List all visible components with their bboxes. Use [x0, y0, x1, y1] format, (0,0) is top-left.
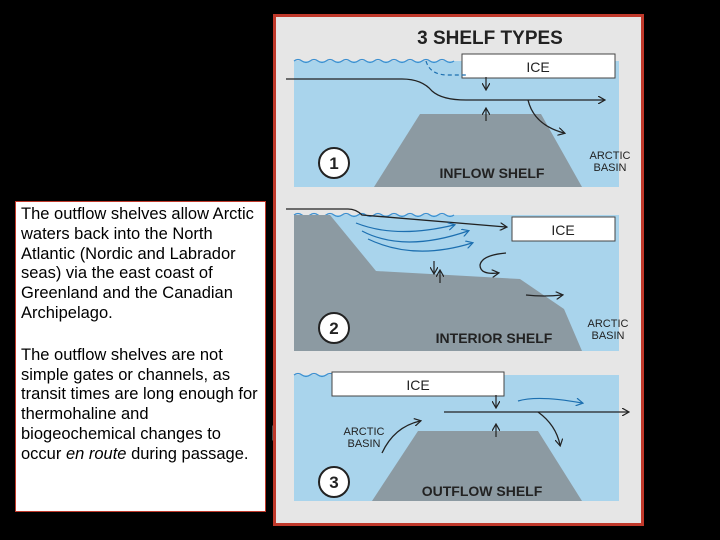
- shelf-types-figure: 3 SHELF TYPES ICE 1 INFLOW SHELF ARCTIC …: [273, 14, 644, 526]
- shelf-label: OUTFLOW SHELF: [422, 483, 543, 499]
- text-panel: The outflow shelves allow Arctic waters …: [15, 201, 266, 512]
- blue-current-2: [361, 231, 468, 243]
- panel-number-badge: [318, 466, 350, 498]
- paragraph-transit-times-text: The outflow shelves are not simple gates…: [21, 345, 258, 463]
- panel-number-badge: [318, 312, 350, 344]
- paragraph-transit-times: The outflow shelves are not simple gates…: [21, 346, 259, 465]
- panel-number: 2: [329, 319, 338, 338]
- panel-number: 3: [329, 473, 338, 492]
- shelf-types-diagram: 3 SHELF TYPES ICE 1 INFLOW SHELF ARCTIC …: [286, 28, 631, 501]
- basin-label-line-2: BASIN: [347, 438, 380, 450]
- italic-en-route: en route: [65, 444, 127, 463]
- ice-label: ICE: [526, 59, 549, 75]
- shelf-label: INTERIOR SHELF: [436, 330, 553, 346]
- ice-block: [511, 216, 616, 242]
- basin-label-line-1: ARCTIC: [590, 150, 631, 162]
- figure-title: 3 SHELF TYPES: [417, 28, 563, 49]
- paragraph-transit-times-end: during passage.: [126, 444, 249, 463]
- basin-label-line-1: ARCTIC: [588, 318, 629, 330]
- inflow-current: [286, 208, 506, 227]
- basin-current: [381, 421, 420, 454]
- return-current: [479, 252, 507, 273]
- basin-current: [527, 99, 564, 133]
- panel-inflow: ICE 1 INFLOW SHELF ARCTIC BASIN: [286, 53, 631, 187]
- basin-label-line-2: BASIN: [593, 162, 626, 174]
- ice-label: ICE: [406, 377, 429, 393]
- panel-number: 1: [329, 154, 338, 173]
- wave-line: [293, 58, 455, 64]
- paragraph-outflow-shelves: The outflow shelves allow Arctic waters …: [21, 205, 254, 322]
- blue-current-3: [367, 238, 472, 252]
- blue-current: [517, 397, 582, 403]
- panel-outflow: ICE ARCTIC BASIN 3 OUTFLOW SHELF: [293, 371, 628, 501]
- shelf-shape: [374, 114, 582, 187]
- inflow-current: [286, 78, 604, 100]
- ice-block: [461, 53, 616, 79]
- shelf-shape: [294, 215, 582, 351]
- ice-label: ICE: [551, 222, 574, 238]
- sinking-current: [537, 411, 560, 445]
- blue-current-1: [355, 223, 454, 233]
- panel-interior: ICE 2 INTERIOR SHELF ARCTIC BASIN: [286, 208, 629, 351]
- basin-current: [525, 295, 562, 296]
- dashed-flow: [425, 60, 466, 76]
- shelf-shape: [372, 431, 582, 501]
- basin-label-line-1: ARCTIC: [344, 426, 385, 438]
- ice-block: [331, 371, 505, 397]
- panel-number-badge: [318, 147, 350, 179]
- shelf-label: INFLOW SHELF: [440, 165, 545, 181]
- basin-label-line-2: BASIN: [591, 330, 624, 342]
